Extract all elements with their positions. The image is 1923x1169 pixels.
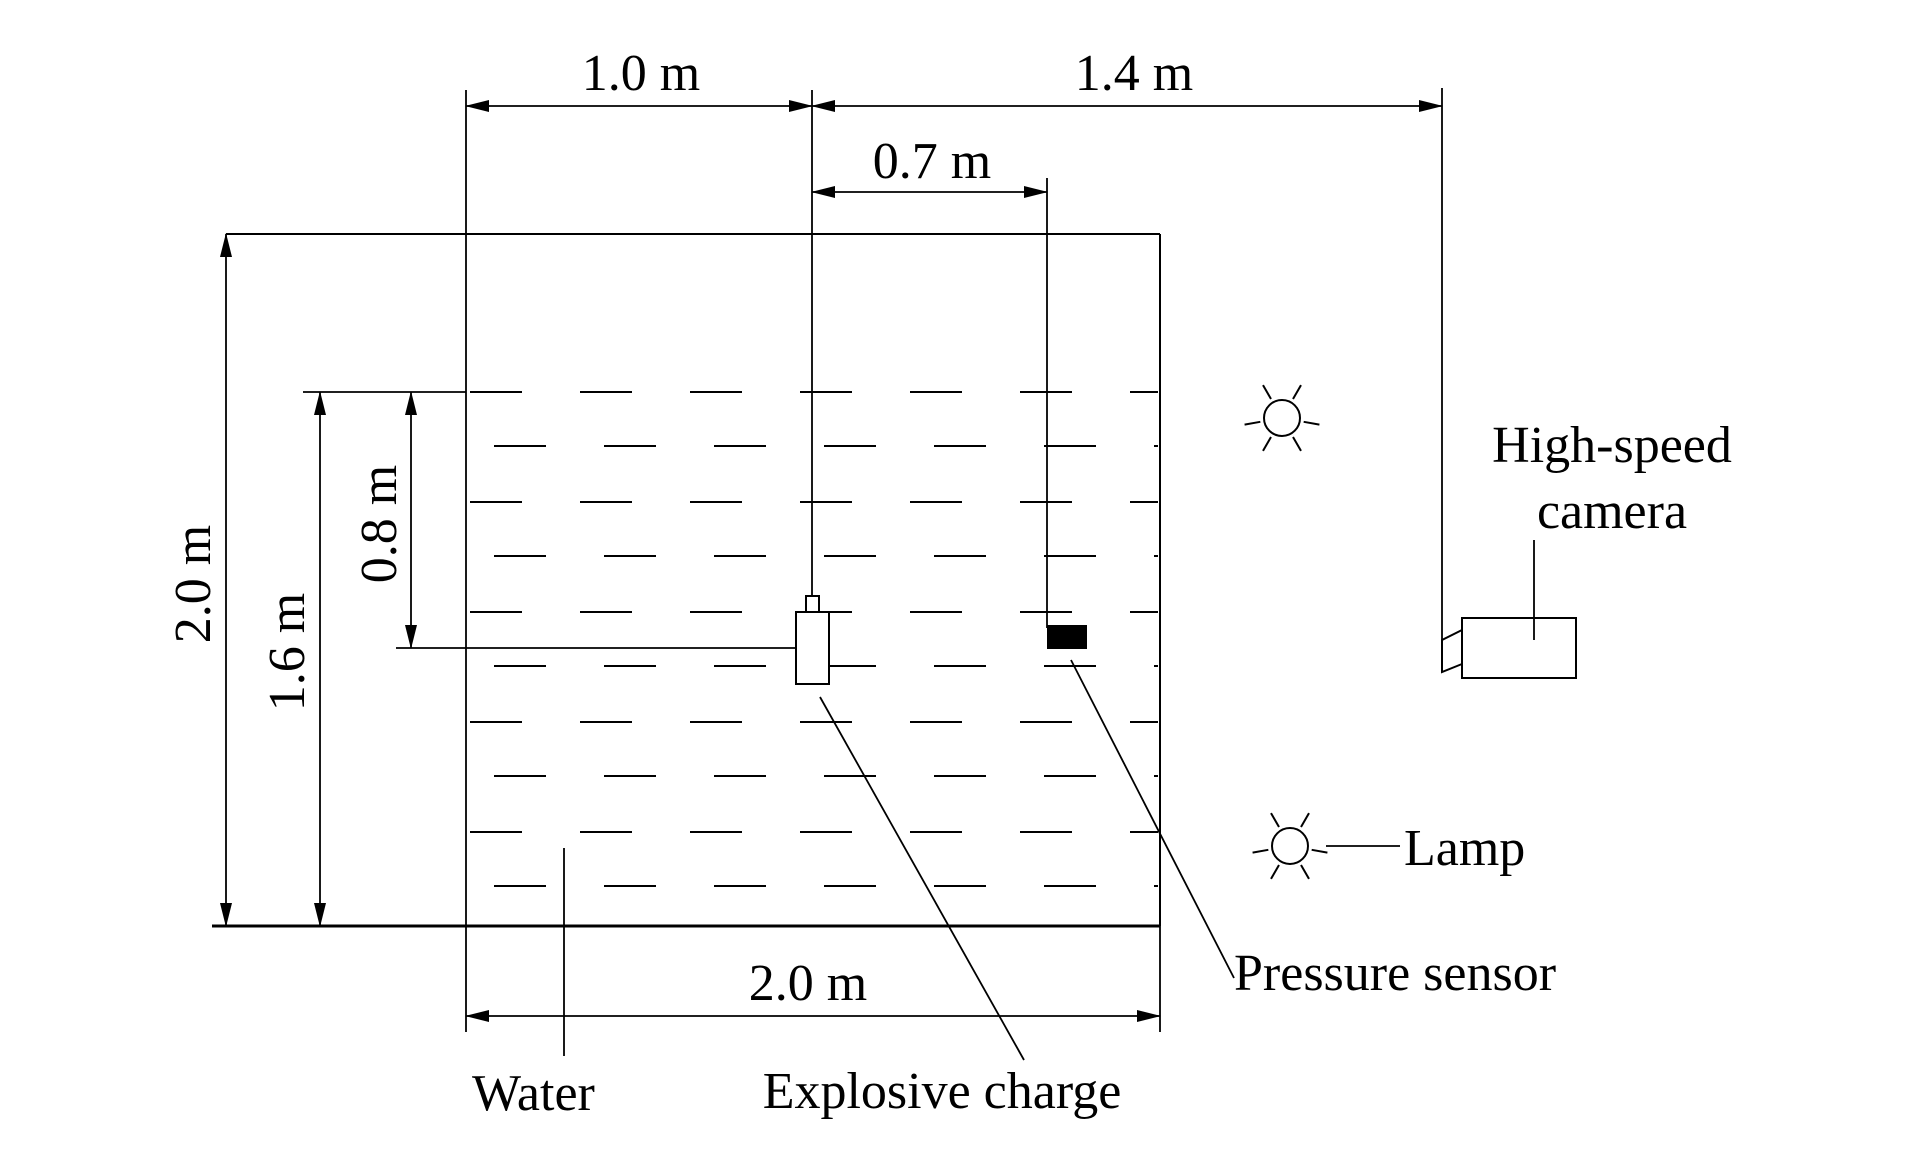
leader-lines — [563, 540, 1535, 1061]
lamp-label: Lamp — [1404, 820, 1525, 877]
lamp-ray — [1252, 848, 1269, 854]
dim-charge-depth: 0.8 m — [351, 465, 408, 583]
lamp-ray — [1300, 812, 1310, 828]
pressure-sensor-icon — [1047, 625, 1087, 649]
lamp-ray — [1292, 436, 1302, 452]
tank — [212, 233, 1161, 928]
lamp-ray — [1262, 384, 1272, 400]
water-label: Water — [472, 1065, 595, 1122]
lamp-bulb — [1271, 827, 1309, 865]
explosive-charge-icon — [795, 595, 830, 685]
lamp-icon — [1244, 384, 1320, 452]
extension-lines — [303, 88, 1443, 1032]
lamp-icon — [1252, 812, 1328, 880]
lamp-ray — [1303, 420, 1320, 426]
camera-label-line2: camera — [1537, 483, 1687, 540]
camera-label-line1: High-speed — [1492, 417, 1732, 474]
lamp-ray — [1270, 812, 1280, 828]
camera-icon — [1441, 617, 1577, 679]
lamp-ray — [1292, 384, 1302, 400]
dim-sensor-offset: 0.7 m — [873, 133, 991, 190]
lamp-ray — [1262, 436, 1272, 452]
dim-charge-offset: 1.0 m — [582, 45, 700, 102]
dim-camera-offset: 1.4 m — [1075, 45, 1193, 102]
lamp-bulb — [1263, 399, 1301, 437]
pressure-sensor-label: Pressure sensor — [1234, 945, 1556, 1002]
dimension-lines — [220, 100, 1443, 1022]
lamp-ray — [1244, 420, 1261, 426]
explosive-charge-label: Explosive charge — [763, 1063, 1122, 1120]
dim-tank-width: 2.0 m — [749, 955, 867, 1012]
dim-tank-height: 2.0 m — [165, 525, 222, 643]
dim-water-depth: 1.6 m — [259, 593, 316, 711]
water-surface-dashes — [470, 391, 1158, 887]
lamp-ray — [1311, 848, 1328, 854]
lamp-ray — [1270, 864, 1280, 880]
lamp-ray — [1300, 864, 1310, 880]
